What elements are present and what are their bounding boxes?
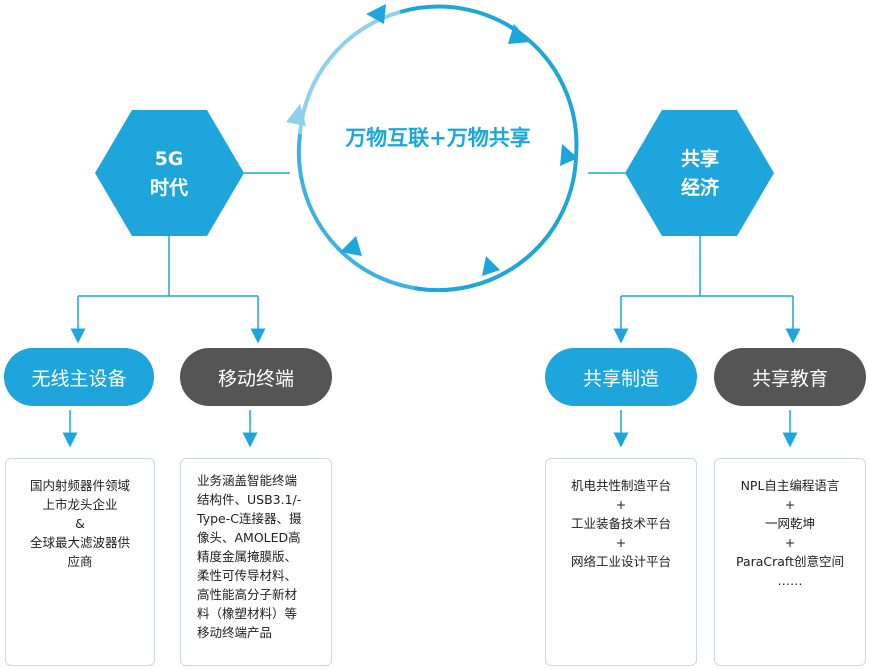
cycle-arrowhead-3 — [560, 144, 578, 166]
hexagon-sharing-label-line1: 共享 — [681, 147, 719, 170]
box-wireless-line: 国内射频器件领域 — [29, 478, 130, 493]
box-wireless-line: & — [75, 516, 85, 531]
hexagon-5g-label-line2: 时代 — [150, 177, 188, 199]
cycle-label: 万物互联+万物共享 — [344, 126, 531, 150]
cycle-arrowhead-6 — [286, 104, 306, 126]
cycle-arc-bottom-left — [296, 133, 415, 290]
pill-shared-manufacturing: 共享制造 — [545, 348, 697, 406]
box-shared-manufacturing: 机电共性制造平台 + 工业装备技术平台 + 网络工业设计平台 — [545, 458, 697, 666]
box-wireless-line: 全球最大滤波器供 — [29, 535, 130, 550]
box-education-line: 一网乾坤 — [764, 516, 815, 531]
box-mobile-line: 精度金属掩膜版、 — [197, 549, 298, 564]
box-shared-education: NPL自主编程语言 + 一网乾坤 + ParaCraft创意空间 …… — [714, 458, 866, 666]
box-wireless-line: 上市龙头企业 — [42, 497, 118, 512]
cycle-arrowhead-4 — [482, 256, 500, 276]
pill-mobile-terminal: 移动终端 — [180, 348, 332, 406]
connector-lines — [62, 172, 801, 448]
box-mobile-line: 结构件、USB3.1/- — [197, 492, 302, 507]
hexagon-5g-label-line1: 5G — [155, 148, 184, 170]
box-mobile-line: 像头、AMOLED高 — [197, 530, 301, 545]
box-education-line: …… — [777, 573, 803, 588]
box-manufacturing-line: + — [615, 535, 627, 550]
hexagon-sharing-label-line2: 经济 — [681, 176, 720, 199]
box-mobile-line: 柔性可传导材料、 — [197, 568, 298, 583]
cycle-arrowhead-2 — [508, 24, 530, 44]
hexagon-5g — [95, 110, 244, 236]
box-manufacturing-line: 机电共性制造平台 — [570, 478, 671, 493]
box-manufacturing-line: + — [615, 497, 627, 512]
box-mobile-line: Type-C连接器、摄 — [197, 511, 302, 526]
box-mobile-terminal: 业务涵盖智能终端 结构件、USB3.1/- Type-C连接器、摄 像头、AMO… — [180, 458, 332, 666]
box-mobile-line: 业务涵盖智能终端 — [197, 473, 298, 488]
box-wireless-equipment: 国内射频器件领域 上市龙头企业 & 全球最大滤波器供 应商 — [5, 458, 155, 666]
box-education-line: + — [784, 497, 796, 512]
cycle-arc-bottom-right — [413, 155, 578, 293]
hexagon-sharing-economy — [625, 110, 774, 236]
cycle-arrowhead-5 — [340, 236, 362, 256]
cycle-arc-top-left — [298, 10, 401, 135]
box-mobile-line: 移动终端产品 — [197, 625, 273, 640]
box-education-line: NPL自主编程语言 — [740, 478, 840, 493]
box-education-line: ParaCraft创意空间 — [735, 554, 845, 569]
box-mobile-line: 高性能高分子新材 — [197, 587, 298, 602]
cycle-ring — [286, 4, 579, 293]
box-mobile-line: 料（橡塑材料）等 — [197, 606, 298, 621]
box-manufacturing-line: 工业装备技术平台 — [570, 516, 671, 531]
pill-shared-education: 共享教育 — [714, 348, 866, 406]
cycle-arrowhead-1 — [366, 4, 386, 24]
pill-wireless-equipment: 无线主设备 — [4, 348, 154, 406]
box-wireless-line: 应商 — [67, 554, 93, 569]
box-manufacturing-line: 网络工业设计平台 — [570, 554, 671, 569]
box-education-line: + — [784, 535, 796, 550]
